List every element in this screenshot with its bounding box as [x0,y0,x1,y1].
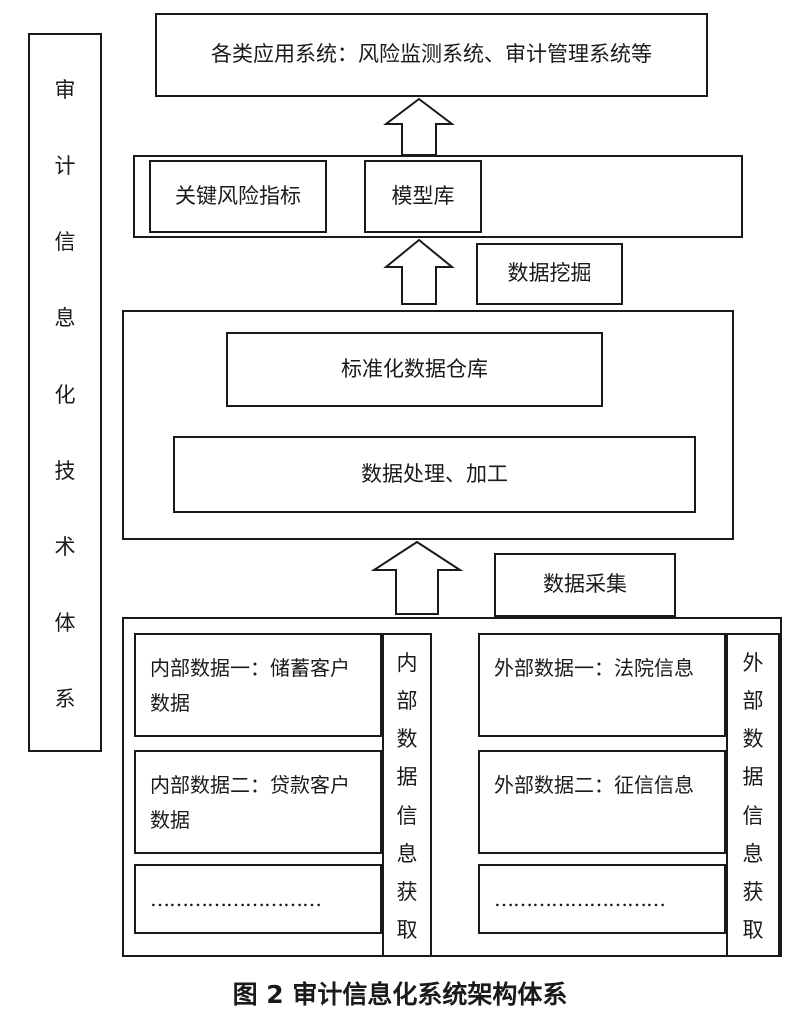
pillar-char: 系 [54,687,76,711]
data-processing-label: 数据处理、加工 [361,461,508,486]
data-warehouse-layer-box: 标准化数据仓库 数据处理、加工 [122,310,734,540]
up-arrow-icon [383,238,455,305]
external-label-char: 信 [742,803,764,828]
internal-data-ellipsis: ……………………… [150,887,322,911]
data-mining-box: 数据挖掘 [476,243,623,305]
internal-data-1-label: 内部数据一：储蓄客户数据 [150,656,350,715]
internal-data-2-box: 内部数据二：贷款客户数据 [134,750,382,854]
up-arrow-icon [370,540,464,615]
external-data-1-label: 外部数据一：法院信息 [494,656,694,680]
key-risk-indicators-label: 关键风险指标 [175,183,301,208]
external-data-1-box: 外部数据一：法院信息 [478,633,726,737]
pillar-char: 审 [54,78,76,102]
external-data-ellipsis: ……………………… [494,887,666,911]
internal-label-char: 信 [396,803,418,828]
pillar-char: 化 [54,382,76,407]
external-label-char: 部 [742,689,764,714]
external-data-acquisition-box: 外 部 数 据 信 息 获 取 [726,633,780,957]
external-label-char: 息 [742,841,764,866]
standard-data-warehouse-box: 标准化数据仓库 [226,332,603,407]
key-risk-indicators-box: 关键风险指标 [149,160,327,233]
model-layer-box: 关键风险指标 模型库 [133,155,743,238]
external-label-char: 据 [742,765,764,790]
internal-label-char: 获 [396,879,418,904]
model-library-label: 模型库 [391,183,455,208]
data-sources-layer-box: 内部数据一：储蓄客户数据 内部数据二：贷款客户数据 ……………………… 内 部 … [122,617,782,957]
data-mining-label: 数据挖掘 [507,261,592,286]
internal-data-more-box: ……………………… [134,864,382,934]
internal-data-2-label: 内部数据二：贷款客户数据 [150,773,350,832]
data-collection-box: 数据采集 [494,553,676,617]
internal-label-char: 部 [396,689,418,714]
pillar-char: 技 [54,458,76,483]
internal-label-char: 据 [396,765,418,790]
application-systems-box: 各类应用系统：风险监测系统、审计管理系统等 [155,13,708,97]
pillar-char: 术 [54,534,76,559]
standard-data-warehouse-label: 标准化数据仓库 [341,356,488,381]
pillar-char: 体 [54,610,76,635]
external-data-2-label: 外部数据二：征信信息 [494,773,694,797]
pillar-char: 信 [54,230,76,255]
external-label-char: 数 [742,727,764,752]
internal-data-1-box: 内部数据一：储蓄客户数据 [134,633,382,737]
internal-label-char: 取 [396,917,418,942]
pillar-char: 息 [54,306,76,331]
model-library-box: 模型库 [364,160,482,233]
external-data-more-box: ……………………… [478,864,726,934]
internal-data-acquisition-box: 内 部 数 据 信 息 获 取 [382,633,432,957]
internal-label-char: 息 [396,841,418,866]
audit-tech-system-pillar: 审 计 信 息 化 技 术 体 系 [28,33,102,752]
pillar-char: 计 [54,154,76,179]
external-label-char: 外 [742,651,764,675]
external-data-2-box: 外部数据二：征信信息 [478,750,726,854]
data-processing-box: 数据处理、加工 [173,436,696,513]
external-label-char: 取 [742,917,764,942]
internal-label-char: 内 [396,651,418,675]
data-collection-label: 数据采集 [543,572,627,597]
up-arrow-icon [383,97,455,156]
internal-label-char: 数 [396,727,418,752]
application-systems-label: 各类应用系统：风险监测系统、审计管理系统等 [211,42,652,67]
external-label-char: 获 [742,879,764,904]
figure-caption: 图 2 审计信息化系统架构体系 [232,980,568,1009]
